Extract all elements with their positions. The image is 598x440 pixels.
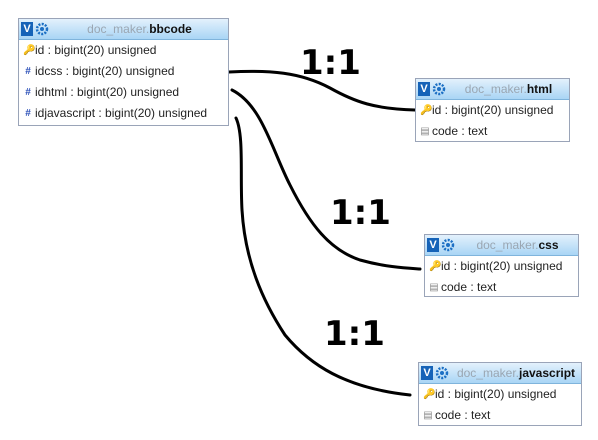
column-label: id : bigint(20) unsigned	[435, 387, 557, 401]
toggle-button[interactable]: V	[421, 366, 433, 380]
gear-icon[interactable]	[432, 82, 446, 96]
column-label: id : bigint(20) unsigned	[432, 103, 554, 117]
table-name: html	[526, 82, 553, 96]
db-name: doc_maker.	[456, 366, 519, 380]
relation-line-javascript	[234, 116, 412, 397]
table-name: javascript	[519, 366, 576, 380]
column-label: code : text	[441, 280, 497, 294]
column-label: idhtml : bigint(20) unsigned	[35, 85, 180, 99]
db-name: doc_maker.	[476, 238, 539, 252]
toggle-button[interactable]: V	[21, 22, 33, 36]
relation-label-javascript: 1:1	[324, 314, 385, 354]
column-row[interactable]: ▤code : text	[416, 121, 569, 142]
column-label: id : bigint(20) unsigned	[35, 43, 157, 57]
column-label: idjavascript : bigint(20) unsigned	[35, 106, 208, 120]
db-name: doc_maker.	[464, 82, 527, 96]
table-header[interactable]: V doc_maker.javascript	[419, 363, 581, 384]
relation-line-css	[230, 88, 422, 271]
table-css[interactable]: V doc_maker.css 🔑id : bigint(20) unsigne…	[424, 234, 579, 297]
hash-icon: #	[25, 87, 31, 98]
column-row[interactable]: # idjavascript : bigint(20) unsigned	[19, 103, 228, 124]
column-label: idcss : bigint(20) unsigned	[35, 64, 175, 78]
gear-icon[interactable]	[441, 238, 455, 252]
column-row[interactable]: 🔑id : bigint(20) unsigned	[419, 384, 581, 405]
key-icon: 🔑	[423, 389, 436, 400]
gear-icon[interactable]	[35, 22, 49, 36]
column-row[interactable]: # idhtml : bigint(20) unsigned	[19, 82, 228, 103]
toggle-button[interactable]: V	[427, 238, 439, 252]
table-title: doc_maker.javascript	[453, 365, 579, 381]
column-row[interactable]: # idcss : bigint(20) unsigned	[19, 61, 228, 82]
key-icon: 🔑	[429, 261, 442, 272]
column-label: code : text	[432, 124, 488, 138]
key-icon: 🔑	[420, 105, 433, 116]
toggle-button[interactable]: V	[418, 82, 430, 96]
column-row[interactable]: 🔑id : bigint(20) unsigned	[19, 40, 228, 61]
table-name: bbcode	[149, 22, 192, 36]
db-name: doc_maker.	[87, 22, 150, 36]
relation-label-html: 1:1	[300, 43, 361, 83]
column-label: id : bigint(20) unsigned	[441, 259, 563, 273]
hash-icon: #	[25, 66, 31, 77]
column-row[interactable]: ▤code : text	[425, 277, 578, 298]
table-title: doc_maker.bbcode	[53, 21, 226, 37]
column-row[interactable]: ▤code : text	[419, 405, 581, 426]
key-icon: 🔑	[23, 45, 36, 56]
table-name: css	[538, 238, 559, 252]
column-icon: ▤	[420, 126, 430, 137]
relation-line-html	[227, 69, 417, 112]
table-title: doc_maker.html	[450, 81, 567, 97]
hash-icon: #	[25, 108, 31, 119]
table-header[interactable]: V doc_maker.html	[416, 79, 569, 100]
table-javascript[interactable]: V doc_maker.javascript 🔑id : bigint(20) …	[418, 362, 582, 426]
table-bbcode[interactable]: V doc_maker.bbcode 🔑id : bigint(20) unsi…	[18, 18, 229, 126]
column-icon: ▤	[429, 282, 439, 293]
table-title: doc_maker.css	[459, 237, 576, 253]
table-header[interactable]: V doc_maker.bbcode	[19, 19, 228, 40]
column-icon: ▤	[423, 410, 433, 421]
column-row[interactable]: 🔑id : bigint(20) unsigned	[425, 256, 578, 277]
column-row[interactable]: 🔑id : bigint(20) unsigned	[416, 100, 569, 121]
relation-label-css: 1:1	[330, 193, 391, 233]
column-label: code : text	[435, 408, 491, 422]
gear-icon[interactable]	[435, 366, 449, 380]
table-header[interactable]: V doc_maker.css	[425, 235, 578, 256]
table-html[interactable]: V doc_maker.html 🔑id : bigint(20) unsign…	[415, 78, 570, 142]
